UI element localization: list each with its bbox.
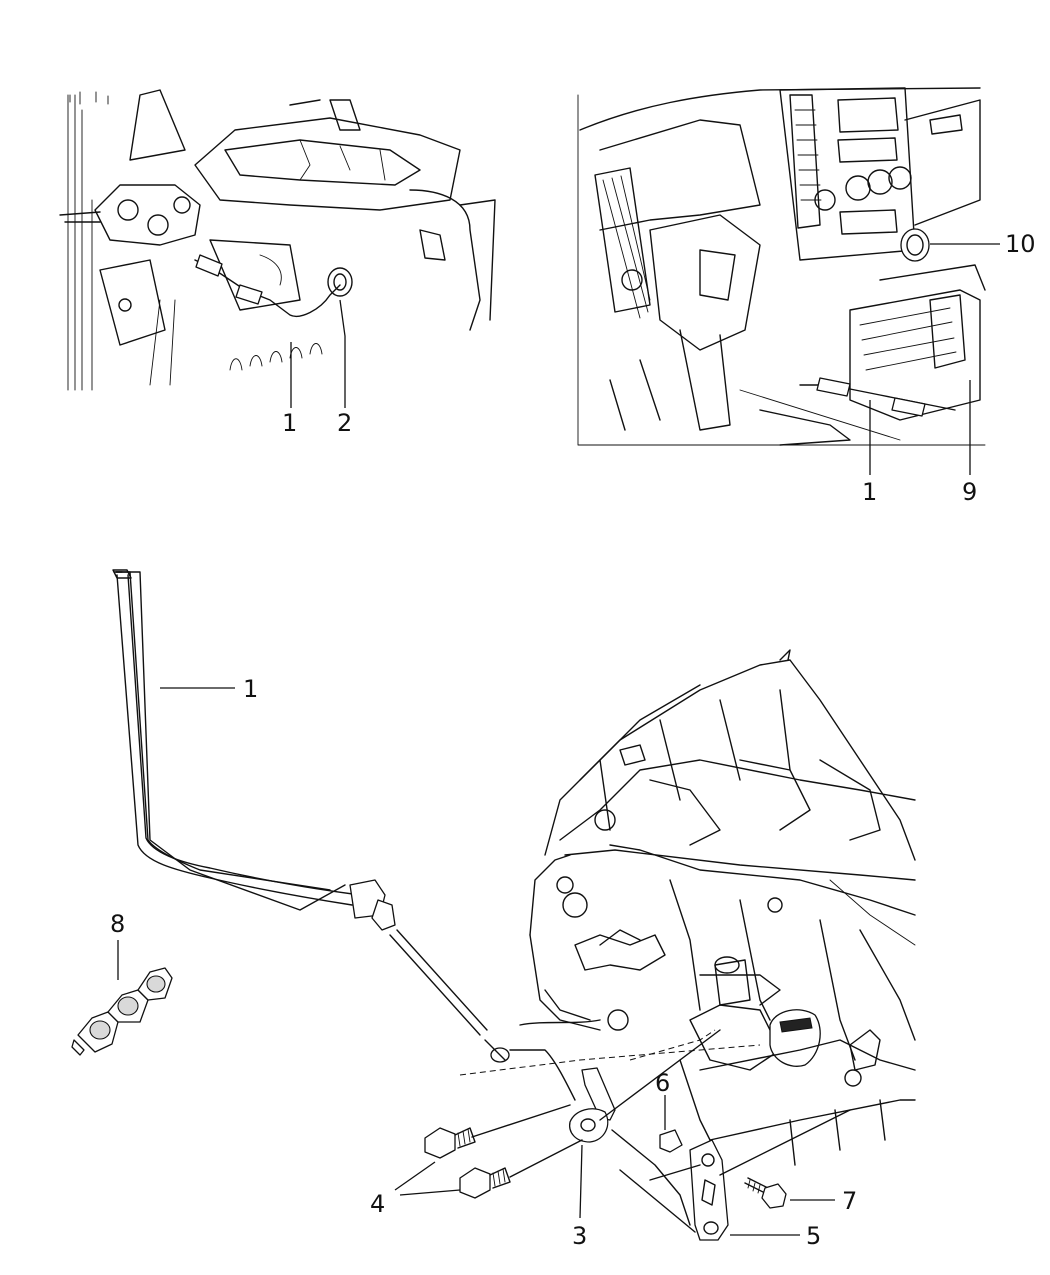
callout-lever: 5 [806,1222,821,1250]
callout-cable-top-left: 1 [282,409,297,437]
callout-bracket-bottom: 3 [572,1222,587,1250]
callout-clips: 8 [110,910,125,938]
assembly-line-cable [509,1049,576,1101]
callout-grommet: 2 [337,409,352,437]
transmission-case [519,649,916,1166]
cable-clips [71,967,173,1056]
view-instrument-panel: 10 1 9 [577,87,1036,506]
shift-bracket [569,1067,616,1143]
view-transmission-exploded: 1 8 4 3 6 5 7 [71,569,916,1250]
callout-bolts: 4 [370,1190,385,1218]
callout-bracket-top-right: 9 [962,478,977,506]
nut [659,1129,683,1153]
assembly-line-bracket [459,1044,761,1076]
callout-nut: 6 [655,1069,670,1097]
callout-cable-top-right: 1 [862,478,877,506]
bolt [744,1177,787,1209]
shift-lever [689,1139,729,1241]
view-underdash: 1 2 [59,89,496,437]
mounting-bolts [424,1127,511,1199]
callout-bolt: 7 [842,1187,857,1215]
callout-knob: 10 [1005,230,1036,258]
callout-cable-bottom: 1 [243,675,258,703]
shift-cable [112,569,510,1063]
